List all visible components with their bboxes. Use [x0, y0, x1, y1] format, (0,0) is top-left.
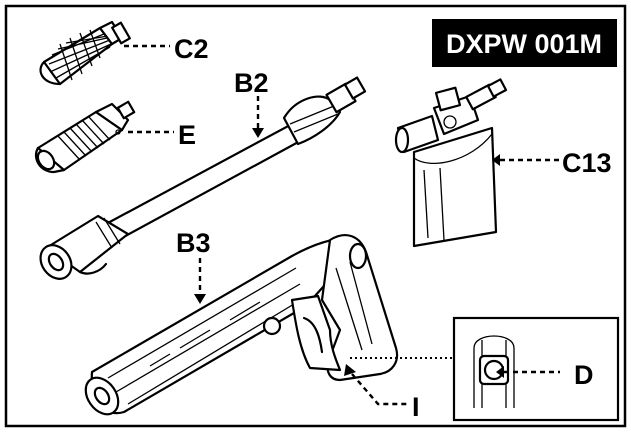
trigger-gun: [84, 234, 399, 416]
label-b2: B2: [234, 68, 269, 98]
label-e: E: [178, 120, 196, 150]
adjustable-nozzle-e: [34, 100, 136, 174]
diagram-frame: [4, 4, 627, 428]
label-i: I: [412, 392, 420, 422]
label-c2: C2: [174, 34, 209, 64]
model-label: DXPW 001M: [446, 29, 602, 59]
leader-i: [351, 373, 410, 406]
arrow-b3: [194, 294, 206, 304]
spray-lance-b2: [39, 76, 367, 280]
foam-bottle-c13: [394, 78, 508, 248]
rotary-nozzle-c2: [39, 20, 131, 86]
arrow-c13: [492, 154, 500, 166]
arrow-b2: [252, 128, 264, 138]
label-c13: C13: [562, 148, 612, 178]
arrow-d: [496, 366, 504, 378]
detail-box-d: [452, 316, 620, 422]
arrow-i: [344, 364, 356, 376]
model-badge: DXPW 001M: [432, 19, 617, 67]
label-b3: B3: [176, 228, 211, 258]
label-d: D: [574, 360, 594, 390]
